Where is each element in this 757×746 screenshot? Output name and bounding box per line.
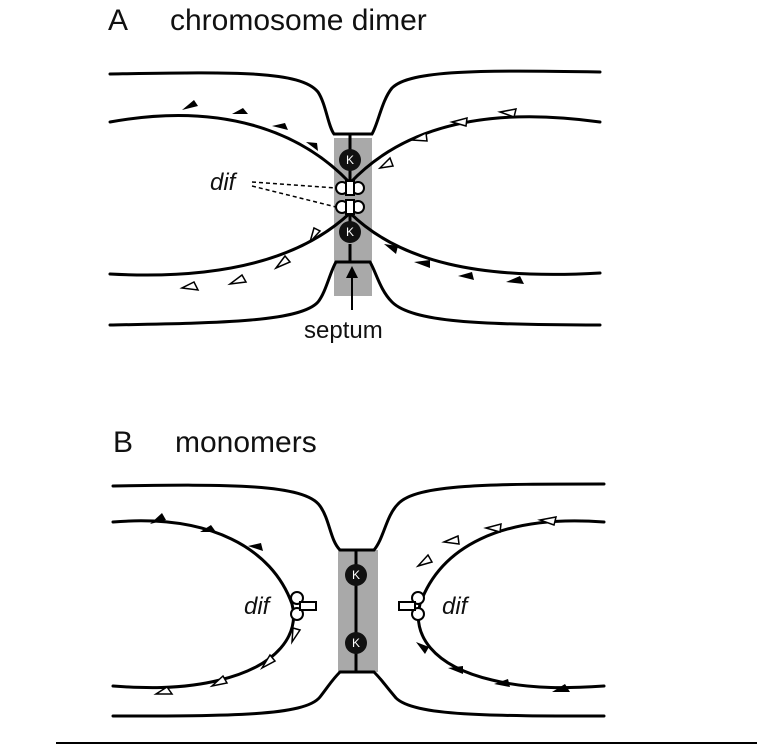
septum-label: septum bbox=[304, 317, 383, 344]
kops-arrow bbox=[292, 628, 300, 642]
kops-arrow bbox=[486, 524, 501, 532]
dif-label-right-b: dif bbox=[442, 593, 470, 620]
kftsk-label-lower-b: K bbox=[352, 636, 360, 650]
kops-arrow bbox=[418, 555, 432, 566]
kops-arrow bbox=[414, 260, 430, 268]
kops-arrow bbox=[506, 276, 524, 284]
dif-label-left-b: dif bbox=[244, 593, 272, 620]
kops-arrow bbox=[458, 272, 474, 280]
kops-arrow bbox=[380, 158, 393, 168]
kops-arrows-lower-left-a bbox=[182, 228, 320, 290]
kops-arrow bbox=[444, 536, 459, 544]
dif-label-a: dif bbox=[210, 169, 238, 196]
kops-arrows-right-bottom-b bbox=[416, 642, 570, 692]
kops-arrows-left-top-b bbox=[150, 513, 263, 551]
kops-arrow bbox=[448, 666, 463, 674]
panel-b-letter: B bbox=[113, 426, 133, 459]
kops-arrow bbox=[182, 282, 198, 290]
kops-arrow bbox=[232, 108, 248, 114]
kftsk-label-upper-a: K bbox=[346, 153, 354, 167]
dif-leader-lower-a bbox=[252, 186, 336, 207]
dif-site-left-b bbox=[291, 592, 316, 620]
cell-envelope-top-b bbox=[113, 484, 604, 550]
panel-b-title: monomers bbox=[175, 426, 317, 459]
kftsk-label-lower-a: K bbox=[346, 225, 354, 239]
panel-a-title: chromosome dimer bbox=[170, 4, 427, 37]
kops-arrow bbox=[182, 100, 198, 110]
dif-leader-upper-a bbox=[252, 182, 336, 188]
kftsk-label-upper-b: K bbox=[352, 568, 360, 582]
kops-arrows-left-bottom-b bbox=[156, 628, 300, 694]
cell-envelope-top-a bbox=[110, 71, 600, 134]
kftsk-marker-upper-a: K bbox=[339, 149, 361, 171]
panel-b: B monomers K K bbox=[113, 426, 604, 716]
panel-a-letter: A bbox=[108, 4, 128, 37]
kftsk-marker-lower-a: K bbox=[339, 221, 361, 243]
dif-site-lower-a bbox=[336, 200, 364, 214]
panel-a: A chromosome dimer K K bbox=[108, 4, 600, 344]
kftsk-marker-lower-b: K bbox=[345, 632, 367, 654]
kftsk-marker-upper-b: K bbox=[345, 564, 367, 586]
dif-site-upper-a bbox=[336, 181, 364, 195]
kops-arrow bbox=[230, 275, 246, 284]
cell-envelope-bottom-b bbox=[113, 672, 604, 716]
kops-arrow bbox=[272, 123, 288, 130]
kops-arrow bbox=[276, 256, 290, 268]
